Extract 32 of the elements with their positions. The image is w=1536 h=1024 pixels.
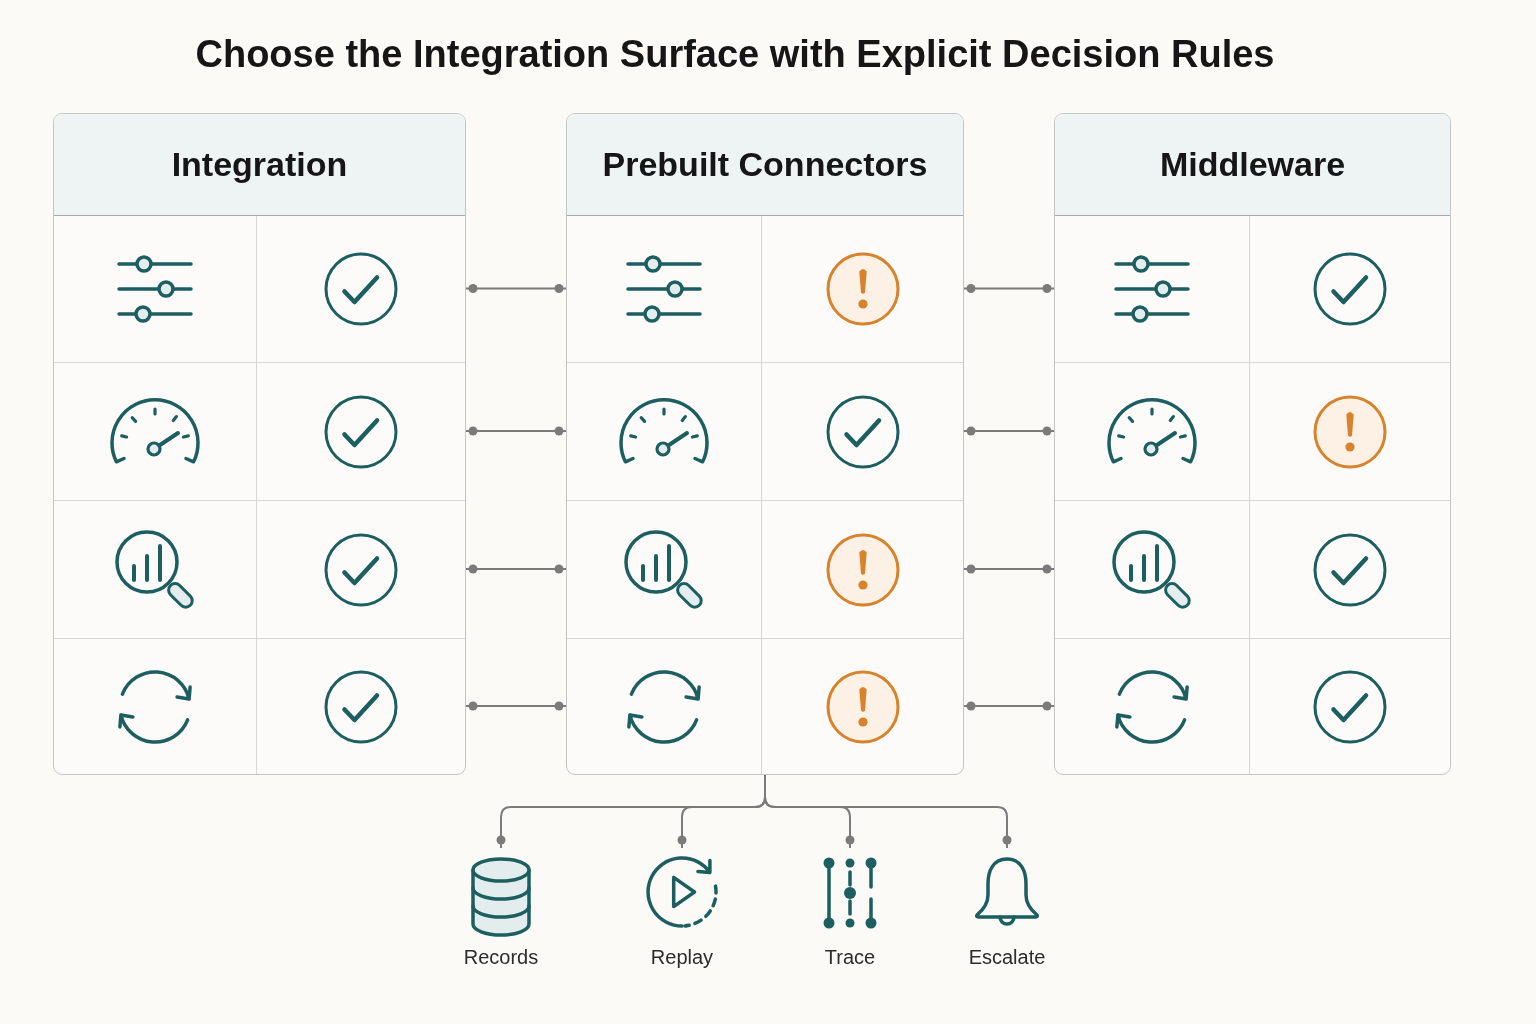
- action-label: Replay: [650, 946, 714, 968]
- table-row: [54, 638, 465, 774]
- action-label: Trace: [824, 946, 876, 968]
- action-label: Records: [463, 946, 539, 968]
- panel-header: Middleware: [1055, 114, 1450, 215]
- panel-header: Prebuilt Connectors: [567, 114, 963, 215]
- connector-line: [464, 284, 568, 293]
- comparison-panel: [53, 113, 466, 775]
- table-row: [54, 362, 465, 500]
- table-row: [1055, 638, 1450, 774]
- table-row: [567, 215, 963, 362]
- table-row: [54, 215, 465, 362]
- connector-line: [464, 426, 568, 436]
- connector-line: [962, 564, 1056, 574]
- table-row: [54, 500, 465, 638]
- connector-line: [962, 701, 1056, 711]
- connector-line: [464, 701, 568, 711]
- connector-line: [464, 564, 568, 574]
- connector-line: [764, 774, 1012, 849]
- diagram-title: Choose the Integration Surface with Explicit Decision Rules: [195, 33, 1275, 75]
- table-row: [1055, 215, 1450, 362]
- comparison-panel: [1054, 113, 1451, 775]
- comparison-panel: [566, 113, 964, 775]
- table-row: [567, 638, 963, 774]
- connector-line: [962, 284, 1056, 293]
- panel-header: Integration: [54, 114, 465, 215]
- table-row: [1055, 362, 1450, 500]
- connector-line: [962, 426, 1056, 436]
- action-label: Escalate: [968, 946, 1046, 968]
- table-row: [567, 500, 963, 638]
- table-row: [567, 362, 963, 500]
- table-row: [1055, 500, 1450, 638]
